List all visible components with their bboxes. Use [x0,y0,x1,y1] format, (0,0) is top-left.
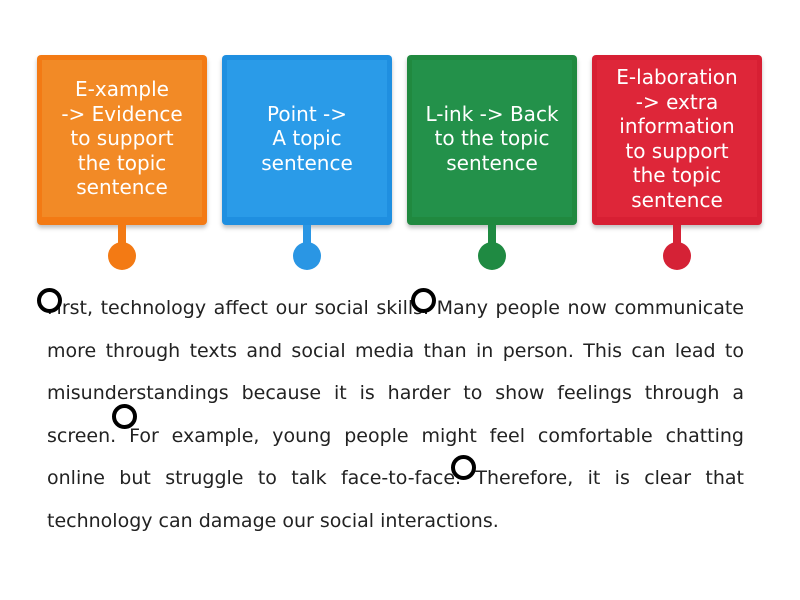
card-example-pin[interactable] [108,242,136,270]
card-point-pin[interactable] [293,242,321,270]
card-point[interactable]: Point -> A topic sentence [222,55,392,225]
card-example[interactable]: E-xample -> Evidence to support the topi… [37,55,207,225]
card-elaboration-label: E-laboration -> extra information to sup… [597,60,757,217]
card-point-stem [303,225,311,247]
card-link-label: L-ink -> Back to the topic sentence [412,60,572,217]
card-elaboration-pin[interactable] [663,242,691,270]
drop-target-2[interactable] [411,288,436,313]
passage-text: First, technology affect our social skil… [47,297,744,532]
card-example-label: E-xample -> Evidence to support the topi… [42,60,202,217]
card-link-stem [488,225,496,247]
card-link[interactable]: L-ink -> Back to the topic sentence [407,55,577,225]
card-elaboration-stem [673,225,681,247]
drop-target-1[interactable] [37,288,62,313]
drop-target-4[interactable] [451,455,476,480]
card-example-stem [118,225,126,247]
drop-target-3[interactable] [112,404,137,429]
card-point-label: Point -> A topic sentence [227,60,387,217]
card-elaboration[interactable]: E-laboration -> extra information to sup… [592,55,762,225]
card-link-pin[interactable] [478,242,506,270]
